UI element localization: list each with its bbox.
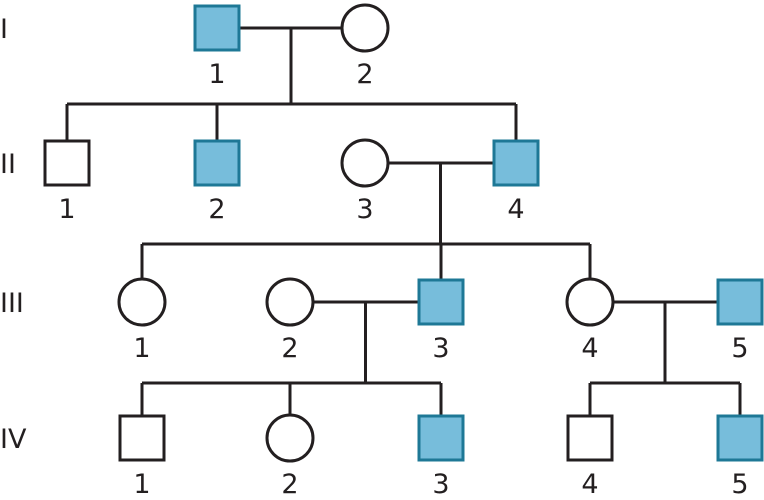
individual-number: 5 <box>731 469 748 500</box>
unaffected-female-circle <box>565 277 615 327</box>
individual-number: 1 <box>133 333 150 364</box>
affected-male-square <box>417 414 465 462</box>
pedigree-symbols <box>43 3 764 463</box>
individual-number: 4 <box>507 194 524 225</box>
unaffected-female-circle <box>265 277 315 327</box>
individual-number: 1 <box>133 469 150 500</box>
generation-label: III <box>0 288 24 319</box>
individual-number: 2 <box>356 59 373 90</box>
unaffected-female-circle <box>340 3 390 53</box>
affected-male-square <box>193 139 241 187</box>
affected-male-square <box>417 278 465 326</box>
individual-number: 5 <box>731 333 748 364</box>
affected-male-square <box>193 4 241 52</box>
unaffected-female-circle <box>340 138 390 188</box>
individual-number: 3 <box>432 333 449 364</box>
individual-number: 1 <box>58 194 75 225</box>
unaffected-female-circle <box>265 413 315 463</box>
individual-number: 3 <box>432 469 449 500</box>
unaffected-male-square <box>43 139 91 187</box>
affected-male-square <box>716 414 764 462</box>
individual-number: 4 <box>581 333 598 364</box>
unaffected-female-circle <box>117 277 167 327</box>
individual-number: 3 <box>356 194 373 225</box>
affected-male-square <box>492 139 540 187</box>
unaffected-male-square <box>118 414 166 462</box>
pedigree-lines <box>65 26 742 416</box>
individual-number: 2 <box>208 194 225 225</box>
individual-number: 2 <box>281 469 298 500</box>
generation-label: IV <box>0 424 27 455</box>
affected-male-square <box>716 278 764 326</box>
unaffected-male-square <box>566 414 614 462</box>
individual-number: 1 <box>208 59 225 90</box>
individual-number: 2 <box>281 333 298 364</box>
generation-label: I <box>0 14 8 45</box>
generation-label: II <box>0 149 16 180</box>
individual-number: 4 <box>581 469 598 500</box>
